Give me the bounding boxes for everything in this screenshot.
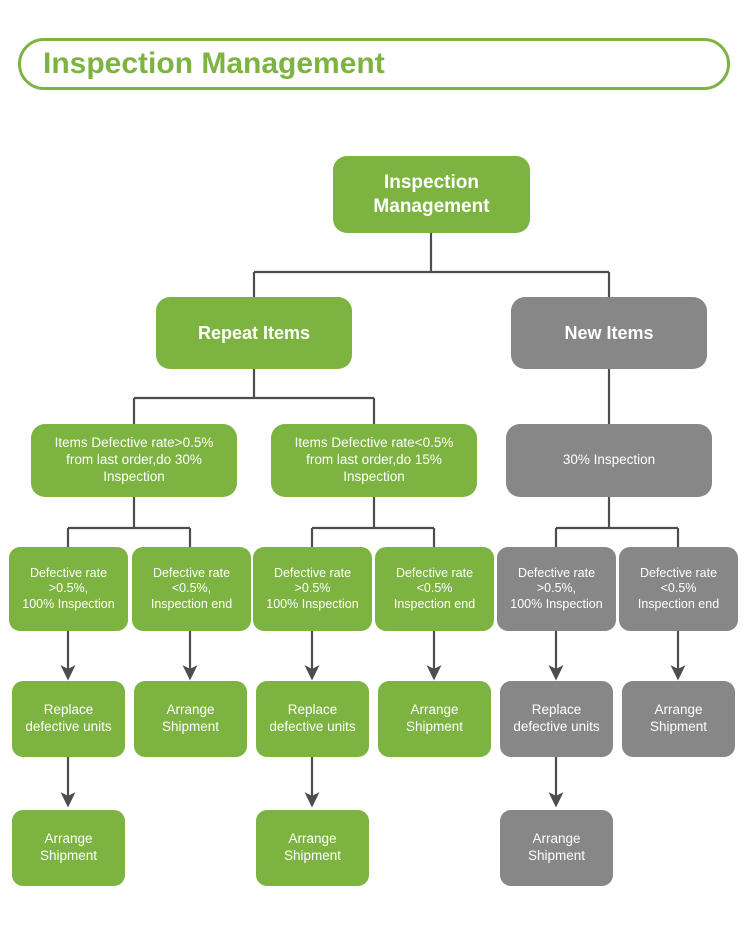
node-l4-arrange-shipment-2[interactable]: Arrange Shipment <box>378 681 491 757</box>
node-l4-replace-defective-units-3[interactable]: Replace defective units <box>500 681 613 757</box>
node-repeat-items[interactable]: Repeat Items <box>156 297 352 369</box>
node-l3-repeat15-high-defect[interactable]: Defective rate >0.5% 100% Inspection <box>253 547 372 631</box>
node-l4-arrange-shipment-1[interactable]: Arrange Shipment <box>134 681 247 757</box>
node-l4-replace-defective-units-2[interactable]: Replace defective units <box>256 681 369 757</box>
node-l5-arrange-shipment-2[interactable]: Arrange Shipment <box>256 810 369 886</box>
page-title: Inspection Management <box>43 47 385 80</box>
node-inspection-management-root[interactable]: Inspection Management <box>333 156 530 233</box>
node-l5-arrange-shipment-1[interactable]: Arrange Shipment <box>12 810 125 886</box>
node-new-items-30pct-inspection[interactable]: 30% Inspection <box>506 424 712 497</box>
node-l5-arrange-shipment-3[interactable]: Arrange Shipment <box>500 810 613 886</box>
node-l4-arrange-shipment-3[interactable]: Arrange Shipment <box>622 681 735 757</box>
node-repeat-high-defect-30pct[interactable]: Items Defective rate>0.5% from last orde… <box>31 424 237 497</box>
node-l3-repeat15-low-defect[interactable]: Defective rate <0.5% Inspection end <box>375 547 494 631</box>
node-l3-new-low-defect[interactable]: Defective rate <0.5% Inspection end <box>619 547 738 631</box>
node-l3-repeat30-high-defect[interactable]: Defective rate >0.5%, 100% Inspection <box>9 547 128 631</box>
node-l3-repeat30-low-defect[interactable]: Defective rate <0.5%, Inspection end <box>132 547 251 631</box>
node-new-items[interactable]: New Items <box>511 297 707 369</box>
page-header-banner: Inspection Management <box>18 38 730 90</box>
node-l4-replace-defective-units-1[interactable]: Replace defective units <box>12 681 125 757</box>
node-l3-new-high-defect[interactable]: Defective rate >0.5%, 100% Inspection <box>497 547 616 631</box>
node-repeat-low-defect-15pct[interactable]: Items Defective rate<0.5% from last orde… <box>271 424 477 497</box>
